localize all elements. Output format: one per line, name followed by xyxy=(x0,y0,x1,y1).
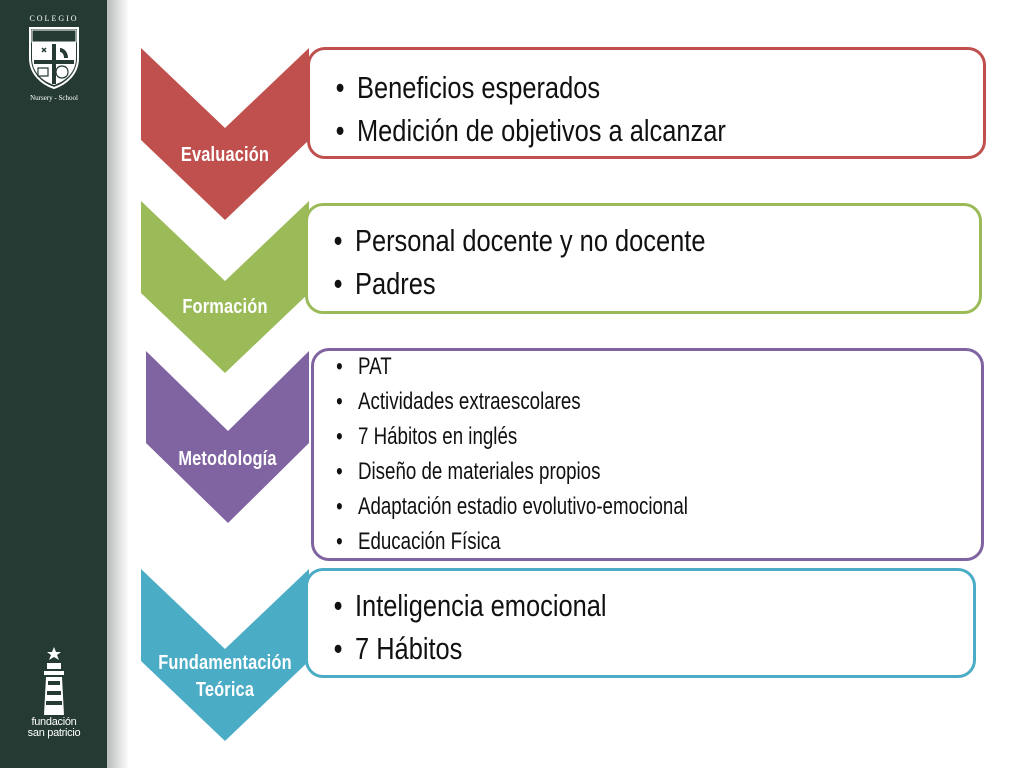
row-box-metodologia: PAT Actividades extraescolares 7 Hábitos… xyxy=(311,348,984,561)
list-item: Adaptación estadio evolutivo-emocional xyxy=(336,489,688,524)
sidebar: COLEGIO Nursery - School fundación san p… xyxy=(0,0,107,768)
list-item: 7 Hábitos en inglés xyxy=(336,419,688,454)
foundation-name-line1: fundación xyxy=(31,716,77,728)
chevron-evaluacion xyxy=(141,48,309,220)
foundation-logo: fundación san patricio xyxy=(14,647,94,739)
list-item: Diseño de materiales propios xyxy=(336,454,688,489)
list-item: Actividades extraescolares xyxy=(336,384,688,419)
shield-icon xyxy=(29,27,79,90)
chevron-label-fundamentacion: Fundamentación Teórica xyxy=(158,652,292,701)
lighthouse-icon xyxy=(44,647,64,715)
list-item: Personal docente y no docente xyxy=(334,219,706,262)
chevron-label-formacion: Formación xyxy=(182,296,268,318)
list-item: Medición de objetivos a alcanzar xyxy=(336,109,726,152)
school-crest-title: COLEGIO xyxy=(29,14,79,23)
chevron-metodologia xyxy=(146,351,309,523)
chevron-label-metodologia: Metodología xyxy=(178,448,277,470)
list-item: Educación Física xyxy=(336,524,688,559)
row-box-formacion: Personal docente y no docente Padres xyxy=(305,203,982,314)
chevron-formacion xyxy=(141,201,309,373)
row-box-fundamentacion: Inteligencia emocional 7 Hábitos xyxy=(305,568,976,678)
row-box-evaluacion: Beneficios esperados Medición de objetiv… xyxy=(307,47,986,159)
foundation-name-line2: san patricio xyxy=(27,727,81,739)
chevron-label-evaluacion: Evaluación xyxy=(180,144,270,166)
chevron-fundamentacion xyxy=(141,569,309,741)
list-item: Inteligencia emocional xyxy=(334,584,607,627)
list-item: Beneficios esperados xyxy=(336,66,726,109)
school-crest-subtitle: Nursery - School xyxy=(30,94,78,102)
school-crest: COLEGIO Nursery - School xyxy=(14,14,94,102)
list-item: PAT xyxy=(336,349,688,384)
list-item: 7 Hábitos xyxy=(334,627,607,670)
list-item: Padres xyxy=(334,262,705,305)
sidebar-shadow xyxy=(107,0,129,768)
